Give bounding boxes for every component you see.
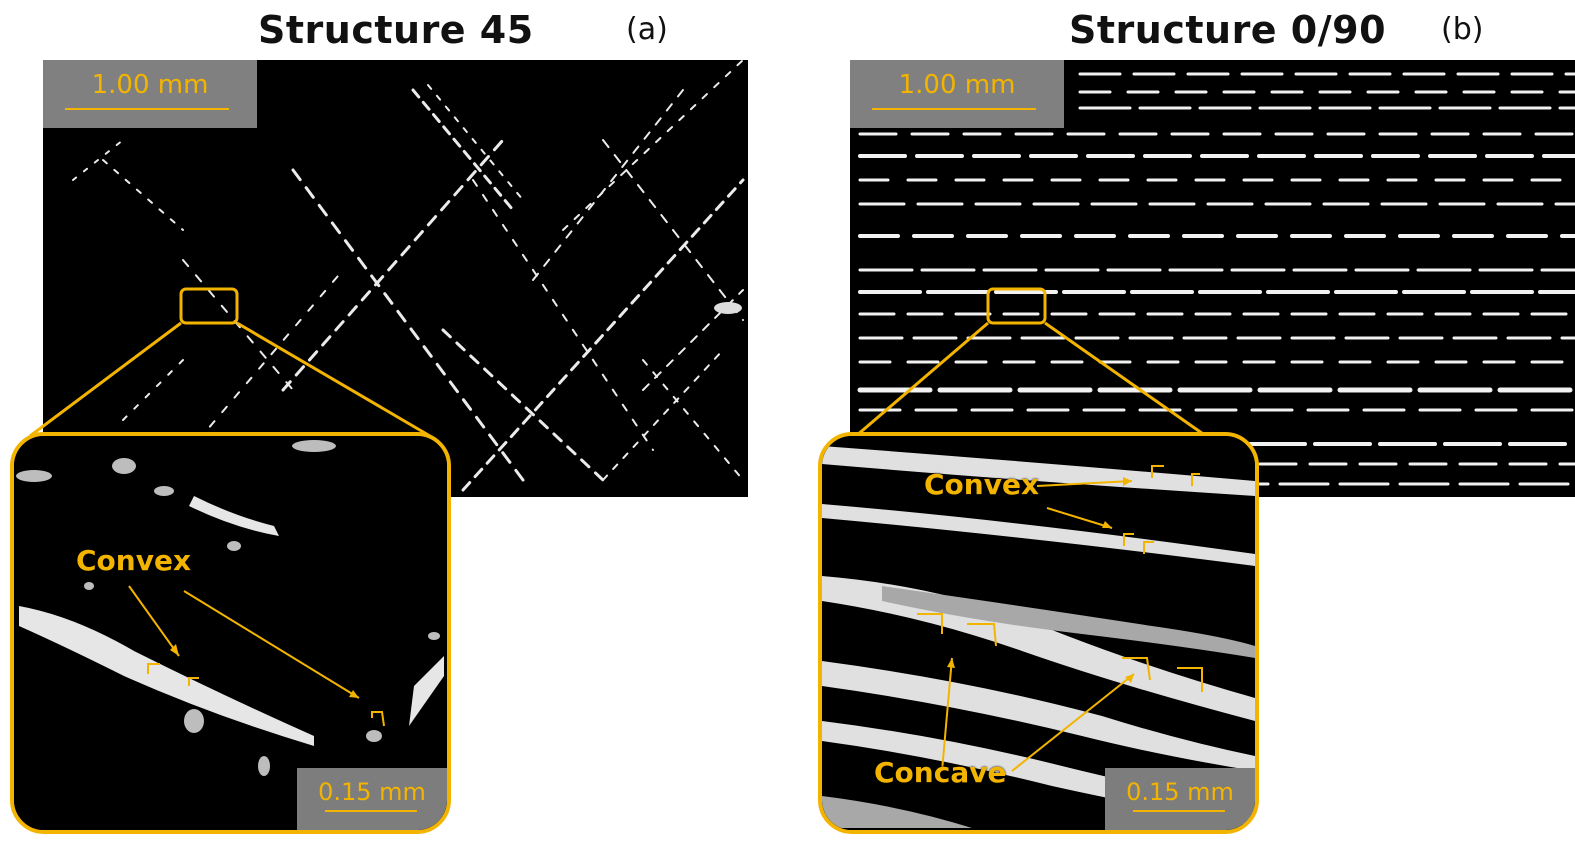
- inset-b-image: [822, 436, 1255, 830]
- panel-b-letter: (b): [1441, 12, 1484, 47]
- panel-a-title: Structure 45: [258, 8, 534, 52]
- scale-bar-box: 1.00 mm: [850, 60, 1064, 128]
- convex-label: Convex: [76, 544, 192, 577]
- inset-scale-bar-label: 0.15 mm: [318, 778, 426, 806]
- inset-a-image: [14, 436, 447, 830]
- scale-bar-line: [872, 108, 1036, 110]
- inset-scale-bar-label: 0.15 mm: [1126, 778, 1234, 806]
- scale-bar-label: 1.00 mm: [91, 70, 209, 100]
- scale-bar-box: 1.00 mm: [43, 60, 257, 128]
- inset-scale-bar-line: [1133, 810, 1225, 812]
- concave-label: Concave: [874, 756, 1007, 789]
- panel-structure-45: Structure 45 (a): [0, 0, 780, 845]
- panel-b-title: Structure 0/90: [1069, 8, 1387, 52]
- panel-structure-0-90: Structure 0/90 (b): [806, 0, 1575, 845]
- inset-scale-bar-box: 0.15 mm: [1105, 768, 1255, 830]
- scale-bar-line: [65, 108, 229, 110]
- inset-scale-bar-line: [325, 810, 417, 812]
- panel-a-letter: (a): [626, 12, 668, 47]
- scale-bar-label: 1.00 mm: [898, 70, 1016, 100]
- inset-scale-bar-box: 0.15 mm: [297, 768, 447, 830]
- convex-label: Convex: [924, 468, 1040, 501]
- inset-zoom-a: Convex 0.15 mm: [10, 432, 451, 834]
- inset-zoom-b: Convex Concave 0.15 mm: [818, 432, 1259, 834]
- micrograph-structure-45: 1.00 mm: [43, 60, 748, 497]
